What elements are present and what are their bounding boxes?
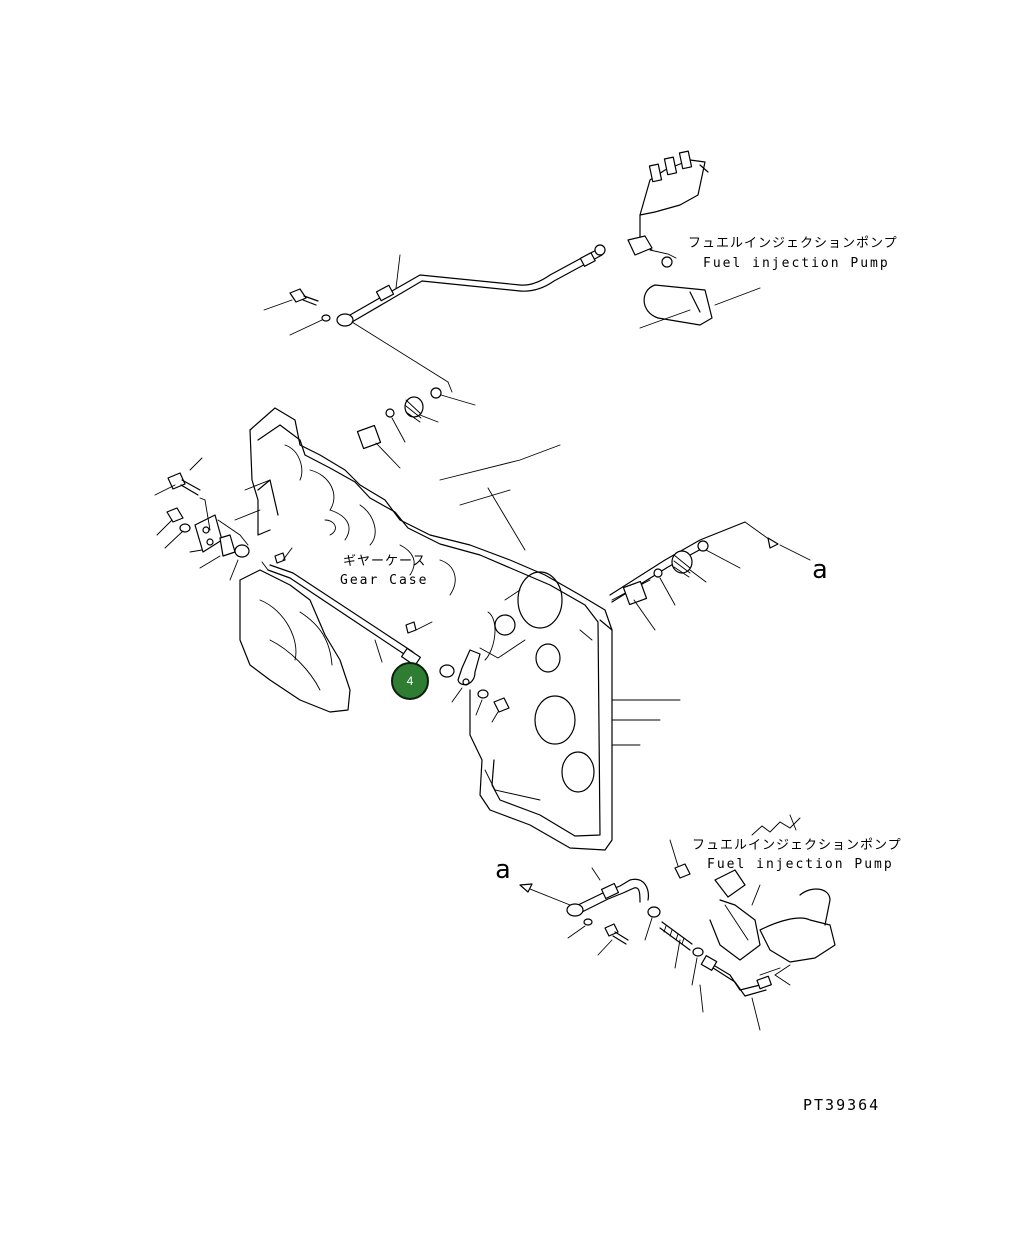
part-callout-4[interactable]: 4 xyxy=(391,662,429,700)
fuel-pump-top-label-en: Fuel injection Pump xyxy=(703,256,890,271)
gear-case-label-en: Gear Case xyxy=(340,573,429,588)
gear-case-label-jp: ギヤーケース xyxy=(343,554,427,569)
fuel-pump-top-label-jp: フュエルインジェクションポンプ xyxy=(688,236,898,251)
fuel-pump-bottom-label-jp: フュエルインジェクションポンプ xyxy=(692,838,902,853)
fuel-pump-bottom-label-en: Fuel injection Pump xyxy=(707,857,894,872)
lower-fuel-pump-assembly xyxy=(519,814,836,1031)
upper-fuel-pump-assembly xyxy=(263,150,761,383)
drawing-number: PT39364 xyxy=(803,1096,881,1114)
reference-a-left: a xyxy=(495,855,511,885)
gear-case-assembly xyxy=(154,381,811,851)
reference-a-right: a xyxy=(812,555,828,585)
